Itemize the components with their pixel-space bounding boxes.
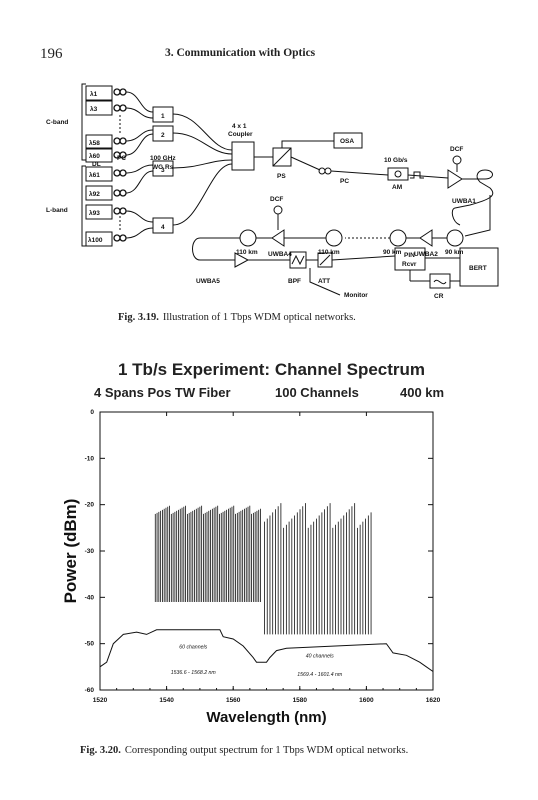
y-tick-label: -60 xyxy=(85,687,95,694)
y-tick-label: -30 xyxy=(85,548,95,555)
am-label: AM xyxy=(392,184,402,191)
x-tick-label: 1560 xyxy=(226,697,241,704)
x-axis-label: Wavelength (nm) xyxy=(206,709,326,726)
wdm-network-diagram: C-band L-band λ1 λ3 λ58 λ60 λ61 λ92 λ93 … xyxy=(46,83,499,300)
lambda-93-label: λ93 xyxy=(89,209,100,217)
page-header: 196 3. Communication with Optics xyxy=(40,46,500,66)
chart-annotation: 40 channels xyxy=(306,654,334,660)
figure-3-19-caption-text: Illustration of 1 Tbps WDM optical netwo… xyxy=(162,312,356,323)
lambda-60-label: λ60 xyxy=(89,152,100,160)
bert-label: BERT xyxy=(469,265,487,272)
osa-label: OSA xyxy=(340,138,354,145)
dcf1-label: DCF xyxy=(450,146,463,153)
noise-floor-line xyxy=(99,629,434,672)
lambda-61-label: λ61 xyxy=(89,171,100,179)
y-tick-label: -50 xyxy=(85,641,95,648)
span-90a-label: 90 km xyxy=(383,249,402,256)
spectrum-subtitle-left: 4 Spans Pos TW Fiber xyxy=(94,385,231,400)
x-tick-label: 1600 xyxy=(359,697,374,704)
lambda-100-label: λ100 xyxy=(88,236,103,244)
uwba1-label: UWBA1 xyxy=(452,198,476,205)
span-90b-label: 90 km xyxy=(445,249,464,256)
coupler-label-1: 4 x 1 xyxy=(232,123,247,130)
mux-4-label: 4 xyxy=(161,224,165,231)
y-tick-label: 0 xyxy=(90,409,94,416)
cr-label: CR xyxy=(434,293,444,300)
rcvr-label: Rcvr xyxy=(402,261,417,268)
figure-3-19-caption: Fig. 3.19.Illustration of 1 Tbps WDM opt… xyxy=(118,312,356,323)
x-tick-label: 1540 xyxy=(159,697,174,704)
y-tick-label: -40 xyxy=(85,594,95,601)
mux-1-label: 1 xyxy=(161,113,165,120)
pc-label: PC xyxy=(117,155,126,162)
spectrum-subtitle-mid: 100 Channels xyxy=(275,385,359,400)
plot-frame xyxy=(99,411,434,691)
mux-3-label: 3 xyxy=(161,167,165,174)
l-band-label: L-band xyxy=(46,207,68,214)
figure-3-20-caption: Fig. 3.20.Corresponding output spectrum … xyxy=(80,745,408,756)
figure-3-20-caption-text: Corresponding output spectrum for 1 Tbps… xyxy=(124,745,409,756)
monitor-label: Monitor xyxy=(344,292,368,299)
x-tick-label: 1520 xyxy=(93,697,108,704)
chart-annotation: 1536.6 - 1568.2 nm xyxy=(171,670,217,676)
spectrum-chart: 1520 1540 1560 1580 1600 1620 0 -10 -20 -30 -40 -50… xyxy=(61,409,441,726)
att-label: ATT xyxy=(318,278,330,285)
pin-label: PIN xyxy=(404,252,415,259)
span-110a-label: 110 km xyxy=(236,249,258,256)
ps-label: PS xyxy=(277,173,286,180)
dcf2-label: DCF xyxy=(270,196,283,203)
c-band-label: C-band xyxy=(46,119,68,126)
x-tick-label: 1580 xyxy=(293,697,308,704)
span-110b-label: 110 km xyxy=(318,249,340,256)
lambda-58-label: λ58 xyxy=(89,139,100,147)
uwba2-label: UWBA2 xyxy=(414,251,438,258)
uwba5-label: UWBA5 xyxy=(196,278,220,285)
page-number: 196 xyxy=(40,46,63,62)
y-axis-label: Power (dBm) xyxy=(61,499,80,604)
lambda-3-label: λ3 xyxy=(90,105,98,113)
gbps-label: 10 Gb/s xyxy=(384,157,408,164)
lambda-1-label: λ1 xyxy=(90,90,98,98)
spectrum-subtitle-right: 400 km xyxy=(400,385,445,400)
figure-3-20-caption-label: Fig. 3.20. xyxy=(80,745,121,756)
spectrum-title: 1 Tb/s Experiment: Channel Spectrum xyxy=(118,360,426,379)
wg-label: 100 GHz xyxy=(150,155,176,162)
y-tick-label: -20 xyxy=(85,502,95,509)
y-tick-label: -10 xyxy=(85,455,95,462)
figure-3-19-caption-label: Fig. 3.19. xyxy=(118,312,159,323)
lambda-92-label: λ92 xyxy=(89,190,100,198)
pc2-label: PC xyxy=(340,178,349,185)
band-L-channels xyxy=(264,503,372,635)
dl-label: DL xyxy=(92,161,101,168)
x-tick-label: 1620 xyxy=(426,697,441,704)
band-C-channels xyxy=(154,505,261,602)
chart-annotation: 60 channels xyxy=(179,644,207,650)
coupler-label-2: Coupler xyxy=(228,131,253,138)
wg-rs-label: WG Rs xyxy=(152,164,174,171)
bpf-label: BPF xyxy=(288,278,301,285)
chart-annotation: 1569.4 - 1601.4 nm xyxy=(297,672,343,678)
mux-2-label: 2 xyxy=(161,132,165,139)
running-title: 3. Communication with Optics xyxy=(165,47,316,59)
uwba4-label: UWBA4 xyxy=(268,251,292,258)
